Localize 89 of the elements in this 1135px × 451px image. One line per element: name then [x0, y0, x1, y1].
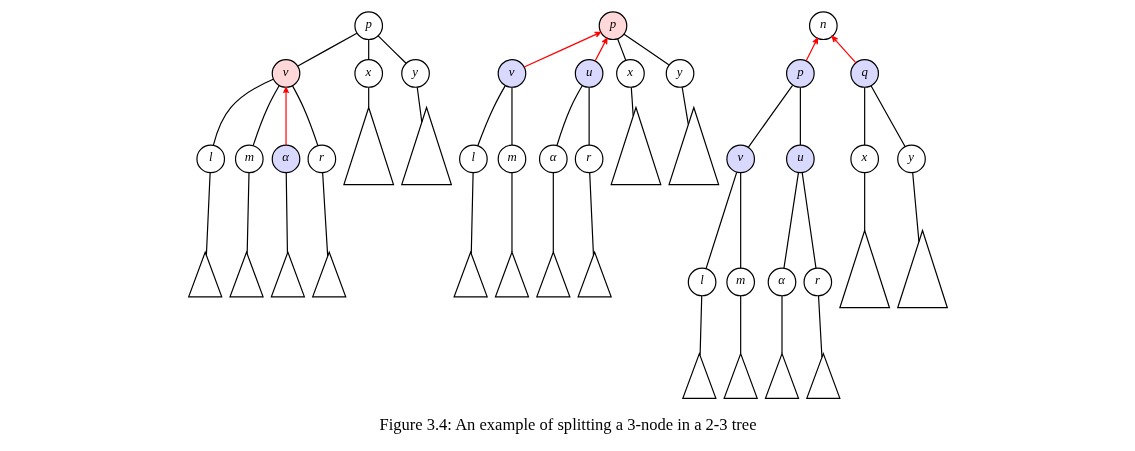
node-circle: l [687, 267, 716, 297]
node-circle: r [802, 267, 832, 297]
arrow [594, 37, 608, 62]
node-triangle [576, 250, 612, 298]
node-triangle [342, 105, 394, 186]
arrow [831, 35, 856, 64]
node-triangle [452, 250, 488, 298]
connector [296, 32, 357, 67]
node-triangle [228, 250, 264, 298]
connector [416, 86, 422, 123]
node-circle: q [849, 59, 879, 88]
node-circle: m [234, 144, 264, 174]
node-triangle [896, 228, 948, 309]
connector [705, 171, 737, 270]
connector [510, 86, 513, 146]
node-triangle [764, 351, 799, 399]
connector [285, 172, 288, 254]
arrow [282, 86, 289, 146]
connector [291, 85, 318, 146]
node-circle: x [849, 144, 879, 174]
connector [588, 86, 590, 146]
connector [780, 295, 783, 355]
node-circle: v [725, 144, 755, 174]
node-circle: u [574, 59, 603, 88]
connector [863, 172, 865, 231]
node-circle: y [665, 59, 694, 88]
node-triangle [494, 250, 529, 298]
connector [367, 39, 369, 61]
node-circle: α [271, 144, 300, 174]
connector [510, 172, 513, 253]
connector [817, 295, 823, 358]
node-triangle [609, 105, 662, 186]
node-triangle [400, 105, 452, 186]
node-circle: l [195, 144, 225, 174]
connector [321, 172, 328, 257]
node-circle: m [725, 267, 755, 297]
node-circle: y [400, 59, 430, 88]
connector [470, 172, 474, 255]
node-circle: m [497, 144, 526, 174]
connector [212, 78, 274, 146]
connector [870, 85, 906, 148]
node-triangle [270, 250, 305, 298]
connector [681, 86, 689, 126]
connector [799, 86, 801, 146]
connector [367, 86, 369, 108]
connector [739, 295, 741, 355]
arrow [805, 37, 818, 62]
connector [246, 172, 250, 255]
connector [555, 84, 583, 146]
connector [801, 172, 817, 269]
node-circle: α [767, 267, 796, 297]
node-triangle [722, 351, 758, 399]
connector [205, 172, 211, 256]
connector [588, 172, 594, 256]
node-circle: x [615, 59, 645, 88]
node-triangle [535, 250, 571, 298]
connector [739, 172, 741, 269]
node-circle: l [458, 144, 488, 174]
connector [747, 84, 793, 148]
connector [476, 85, 506, 147]
node-triangle [187, 250, 223, 298]
node-circle: y [896, 144, 926, 174]
connector [911, 172, 920, 243]
node-circle: u [785, 144, 815, 174]
connector [863, 86, 865, 146]
connector [252, 84, 280, 146]
node-circle: v [497, 59, 526, 88]
node-circle: p [785, 59, 815, 88]
node-triangle [311, 250, 347, 298]
connector [699, 295, 702, 356]
node-triangle [667, 105, 719, 186]
node-circle: x [353, 59, 383, 88]
node-circle: p [353, 11, 383, 41]
node-circle: α [538, 144, 568, 174]
node-circle: v [271, 59, 300, 88]
node-circle: p [598, 11, 627, 41]
connector [782, 172, 799, 269]
arrow [523, 31, 601, 68]
node-circle: r [574, 144, 603, 174]
node-triangle [838, 228, 890, 309]
connector [622, 33, 669, 66]
connector [552, 172, 554, 253]
node-triangle [681, 351, 717, 399]
caption: Figure 3.4: An example of splitting a 3-node in a 2-3 tree [378, 415, 757, 435]
node-triangle [805, 351, 841, 399]
connector [377, 35, 407, 64]
node-circle: r [306, 144, 336, 174]
connector [616, 38, 626, 61]
connector [630, 86, 634, 117]
